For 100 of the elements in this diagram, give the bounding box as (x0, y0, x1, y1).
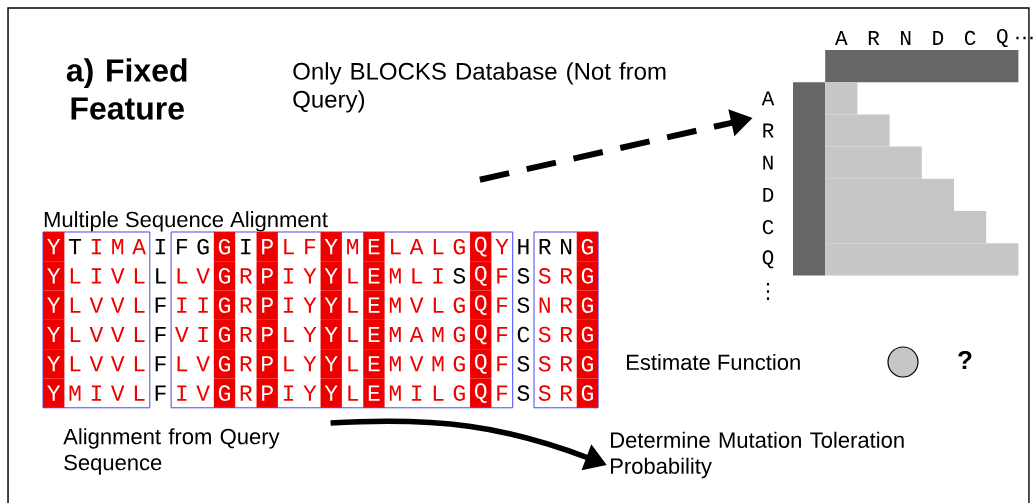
letter-cell: V (409, 297, 424, 313)
letter-cell: T (68, 239, 82, 255)
letter-cell: I (412, 385, 422, 401)
letter-cell: N (561, 239, 572, 255)
letter-cell: Q (470, 319, 492, 350)
letter-cell: I (198, 326, 208, 343)
letter-cell: S (538, 326, 551, 343)
letter-cell: Y (303, 326, 317, 343)
letter-cell: Q (470, 232, 492, 262)
letter-cell: S (453, 268, 466, 284)
letter-cell: Y (43, 290, 65, 320)
letter-cell: P (256, 378, 278, 408)
letter-cell: P (256, 319, 278, 350)
letter-cell: Y (320, 232, 342, 262)
letter-cell: M (389, 326, 401, 343)
column-header: R (868, 31, 880, 45)
letter-cell: F (497, 297, 508, 313)
letter-cell: L (134, 297, 145, 313)
letter-cell: R (539, 239, 552, 255)
letter-cell: I (198, 297, 208, 313)
letter-cell: L (284, 326, 294, 343)
letter-cell: L (348, 385, 359, 401)
letter-cell: L (348, 356, 359, 372)
letter-cell: V (409, 356, 424, 372)
letter-cell: Y (303, 297, 317, 313)
letter-cell: I (177, 385, 187, 401)
letter-cell: Y (320, 261, 342, 291)
letter-cell: M (389, 297, 401, 313)
letter-cell: Y (43, 261, 65, 291)
letter-cell: S (517, 385, 530, 401)
letter-cell: P (256, 232, 278, 262)
letter-cell: Q (470, 261, 492, 291)
letter-cell: Q (470, 378, 492, 408)
letter-cell: G (453, 238, 465, 255)
letter-cell: P (256, 349, 278, 379)
edge-label: Only BLOCKS Database (Not from Query) (293, 62, 666, 113)
letter-cell: R (561, 326, 573, 343)
letter-cell: L (134, 385, 145, 401)
letter-cell: G (197, 238, 209, 255)
note-text: Alignment from Query Sequence (63, 428, 280, 475)
letter-cell: F (155, 356, 166, 372)
row-header: R (763, 123, 774, 138)
letter-cell: A (132, 239, 146, 255)
row-header: D (763, 188, 774, 202)
letter-cell: G (576, 232, 599, 262)
letter-cell: V (196, 356, 210, 372)
letter-cell: E (363, 290, 385, 320)
letter-cell: S (538, 356, 551, 372)
letter-cell: G (213, 232, 236, 262)
letter-cell: G (453, 356, 465, 372)
letter-cell: V (196, 268, 210, 284)
letter-cell: I (155, 239, 165, 255)
function-text: Estimate Function (627, 353, 800, 371)
letter-cell: M (347, 239, 359, 255)
letter-cell: R (240, 326, 253, 343)
letter-cell: Y (320, 349, 342, 379)
letter-cell: R (561, 356, 573, 372)
letter-cell: R (561, 297, 573, 313)
column-header: D (933, 31, 944, 45)
letter-cell: M (389, 385, 401, 401)
letter-cell: F (497, 356, 508, 372)
letter-cell: G (213, 261, 236, 291)
letter-cell: R (240, 297, 253, 313)
letter-cell: Y (43, 378, 65, 408)
letter-cell: V (89, 326, 104, 343)
letter-cell: Y (43, 232, 65, 262)
letter-cell: Y (43, 349, 65, 379)
letter-cell: Y (320, 378, 342, 408)
column-header: Q (997, 29, 1008, 47)
question-mark: ? (958, 350, 972, 370)
letter-cell: L (284, 356, 294, 372)
letter-cell: F (497, 385, 508, 401)
letter-cell: F (497, 326, 508, 343)
letter-cell: L (348, 268, 359, 284)
letter-cell: G (576, 261, 599, 291)
letter-cell: L (134, 268, 145, 284)
letter-cell: L (70, 268, 81, 284)
letter-cell: Y (320, 319, 342, 350)
row-header: ⋮ (766, 283, 770, 300)
letter-cell: V (110, 356, 125, 372)
letter-cell: L (412, 268, 423, 284)
letter-cell: I (177, 297, 187, 313)
letter-cell: Y (303, 385, 317, 401)
row-header: N (763, 155, 773, 170)
letter-cell: I (91, 385, 101, 401)
letter-cell: A (409, 326, 424, 343)
letter-cell: L (156, 268, 166, 284)
letter-cell: M (389, 268, 401, 284)
letter-cell: V (175, 326, 189, 343)
letter-cell: L (177, 268, 188, 284)
row-header: A (761, 91, 775, 106)
letter-cell: Y (43, 319, 65, 350)
letter-cell: G (213, 349, 236, 379)
letter-cell: F (155, 385, 166, 401)
letter-cell: R (561, 268, 573, 284)
letter-cell: L (433, 385, 444, 401)
letter-cell: M (432, 356, 444, 372)
letter-cell: S (517, 297, 530, 313)
letter-cell: L (70, 326, 81, 343)
letter-cell: N (539, 297, 550, 313)
